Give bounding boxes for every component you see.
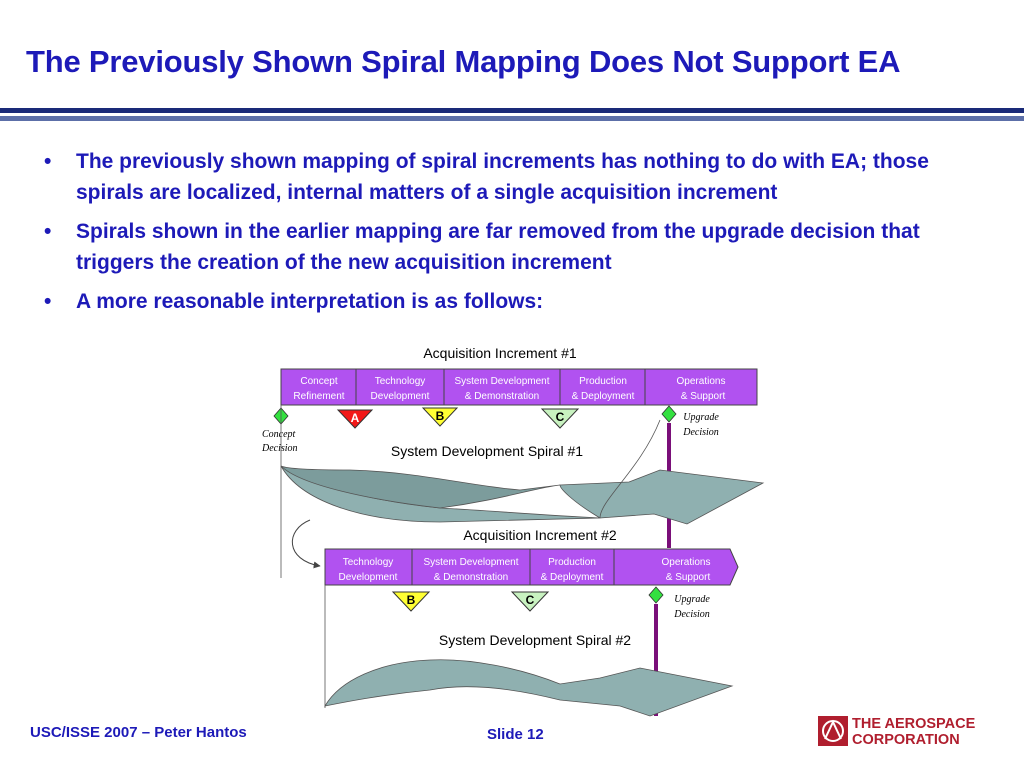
milestone-b-label: B <box>436 409 445 423</box>
title-rule-gap <box>0 113 1024 116</box>
inc1-phase-2-line-1: Technology <box>375 376 426 387</box>
footer-conference: USC/ISSE 2007 – Peter Hantos <box>30 724 247 741</box>
system-development-spiral-2 <box>324 659 734 717</box>
inc1-phase-2-line-2: Development <box>371 391 430 402</box>
slide-title: The Previously Shown Spiral Mapping Does… <box>26 44 901 79</box>
inc2-phase-1-line-1: Technology <box>343 557 394 568</box>
increment-1-title: Acquisition Increment #1 <box>423 345 577 361</box>
milestone-c-label: C <box>556 410 565 424</box>
inc2-phase-2-line-2: & Demonstration <box>434 572 508 583</box>
inc1-phase-5-line-2: & Support <box>681 391 726 402</box>
system-development-spiral-1 <box>280 419 765 525</box>
inc2-phase-1-line-2: Development <box>339 572 398 583</box>
inc1-phase-5-line-1: Operations <box>677 376 726 387</box>
upgrade-decision-2-line-1: Upgrade <box>674 594 710 605</box>
bullet-item: • Spirals shown in the earlier mapping ar… <box>44 216 954 278</box>
increment-transition-arrow <box>292 519 321 569</box>
inc1-phase-1-line-2: Refinement <box>293 391 344 402</box>
bullet-symbol: • <box>44 150 52 173</box>
logo-text: THE AEROSPACE CORPORATION <box>852 716 975 748</box>
bullet-item: • A more reasonable interpretation is as … <box>44 286 954 317</box>
milestone-c2-triangle: C <box>510 591 550 612</box>
upgrade-decision-2-line-2: Decision <box>673 609 710 620</box>
inc2-phase-3-line-1: Production <box>548 557 596 568</box>
milestone-b-triangle: B <box>421 407 459 427</box>
bullet-symbol: • <box>44 220 52 243</box>
inc2-phase-3-line-2: & Deployment <box>541 572 604 583</box>
inc2-phase-2-line-1: System Development <box>423 557 518 568</box>
bullet-text: The previously shown mapping of spiral i… <box>76 150 929 204</box>
inc1-phase-4-line-2: & Deployment <box>572 391 635 402</box>
milestone-c2-label: C <box>526 593 535 607</box>
inc1-phase-4-line-1: Production <box>579 376 627 387</box>
logo-line-2: CORPORATION <box>852 732 960 748</box>
title-rule-lower <box>0 116 1024 121</box>
milestone-a-triangle: A <box>336 409 374 429</box>
increment-2-phase-bar <box>324 548 739 586</box>
upgrade-decision-2-diamond <box>648 586 664 604</box>
increment-2-title: Acquisition Increment #2 <box>463 527 617 543</box>
spiral-2-label: System Development Spiral #2 <box>439 632 631 648</box>
bullet-list: • The previously shown mapping of spiral … <box>44 146 954 325</box>
inc1-phase-1-line-1: Concept <box>300 376 337 387</box>
milestone-b2-label: B <box>407 593 416 607</box>
logo-line-1: THE AEROSPACE <box>852 716 976 732</box>
bullet-text: Spirals shown in the earlier mapping are… <box>76 220 920 274</box>
concept-decision-line-2: Decision <box>261 443 298 454</box>
milestone-b2-triangle: B <box>391 591 431 612</box>
upgrade-decision-1-line-2: Decision <box>682 427 719 438</box>
upgrade-decision-1-diamond <box>661 405 677 423</box>
logo-mark-icon <box>818 716 848 746</box>
spiral-1-label: System Development Spiral #1 <box>391 443 583 459</box>
increment-1-phase-bar <box>280 368 758 406</box>
milestone-c-triangle: C <box>540 408 580 429</box>
bullet-item: • The previously shown mapping of spiral … <box>44 146 954 208</box>
aerospace-corporation-logo: THE AEROSPACE CORPORATION <box>818 716 1008 750</box>
concept-decision-line-1: Concept <box>262 429 296 440</box>
slide-number: Slide 12 <box>487 726 544 743</box>
title-rule <box>0 108 1024 113</box>
upgrade-decision-1-line-1: Upgrade <box>683 412 719 423</box>
inc1-phase-3-line-2: & Demonstration <box>465 391 539 402</box>
inc1-phase-3-line-1: System Development <box>454 376 549 387</box>
bullet-text: A more reasonable interpretation is as f… <box>76 290 544 313</box>
inc2-phase-4-line-1: Operations <box>662 557 711 568</box>
bullet-symbol: • <box>44 290 52 313</box>
milestone-a-label: A <box>351 411 360 425</box>
inc2-phase-4-line-2: & Support <box>666 572 711 583</box>
